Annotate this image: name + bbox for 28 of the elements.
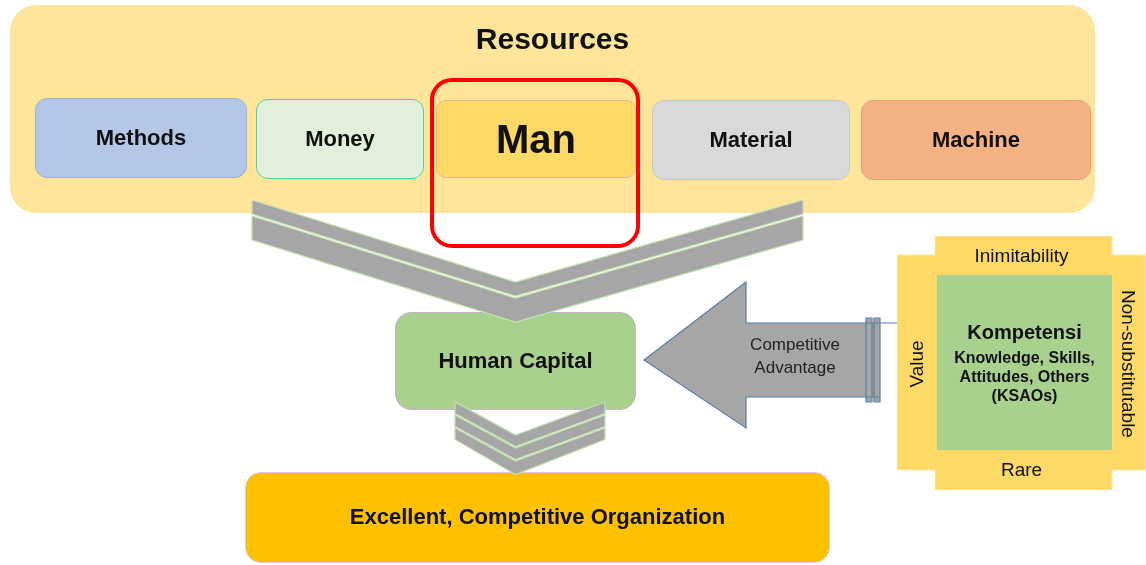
criterion-label: Value bbox=[905, 340, 928, 388]
competency-title: Kompetensi bbox=[967, 319, 1082, 344]
node-label: Excellent, Competitive Organization bbox=[349, 504, 726, 531]
resource-box bbox=[652, 100, 850, 180]
node-label: Material bbox=[709, 126, 793, 154]
node-label: Money bbox=[305, 125, 375, 153]
block-arrow bbox=[642, 280, 898, 430]
edge-label: Competitive Advantage bbox=[749, 334, 841, 379]
resource-box bbox=[861, 100, 1091, 180]
human-capital-box bbox=[395, 312, 636, 410]
node-label: Methods bbox=[95, 124, 187, 152]
chevron-arrow bbox=[251, 199, 804, 323]
criterion-label: Inimitability bbox=[974, 244, 1069, 268]
chevron-arrow bbox=[454, 401, 606, 476]
node-label: Man bbox=[496, 116, 576, 163]
criterion-label: Non-substitutable bbox=[1117, 290, 1140, 438]
criterion-label: Rare bbox=[1000, 458, 1043, 482]
node-label: Human Capital bbox=[438, 347, 593, 375]
node-label: Resources bbox=[475, 21, 630, 57]
resource-box bbox=[35, 98, 247, 178]
resource-box bbox=[436, 100, 636, 178]
organization-box bbox=[245, 472, 830, 563]
resources-panel bbox=[10, 5, 1095, 213]
resource-box bbox=[256, 99, 424, 179]
node-label: Machine bbox=[932, 126, 1020, 154]
criteria-frame bbox=[897, 236, 1146, 490]
competency-list: Knowledge, Skills, Attitudes, Others (KSAOs) bbox=[944, 347, 1105, 406]
competency-box bbox=[937, 275, 1112, 450]
